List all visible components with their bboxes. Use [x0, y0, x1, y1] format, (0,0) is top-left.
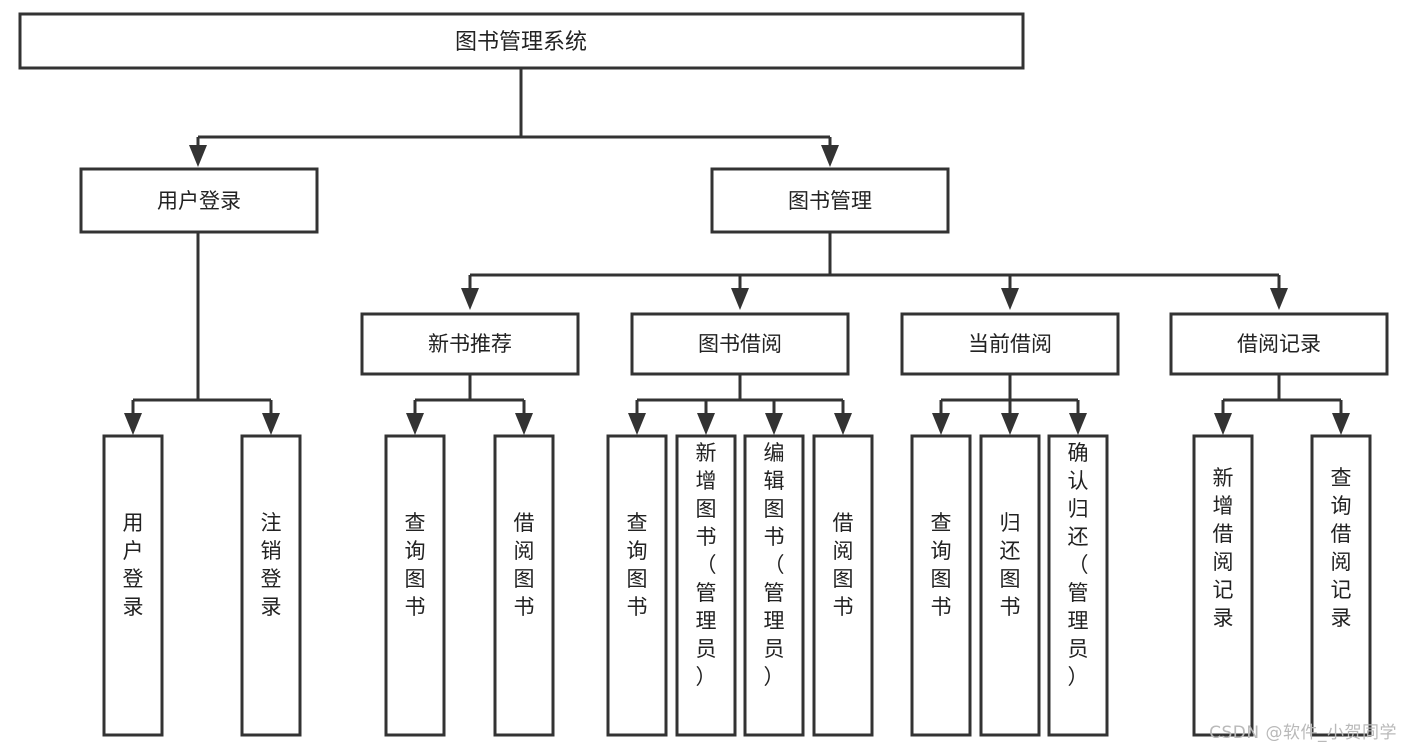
leaf-label: 编辑图书（管理员） — [764, 441, 785, 689]
edges-new-book-to-leaves — [406, 374, 533, 435]
node-box — [360, 312, 580, 376]
node-box — [1047, 434, 1109, 737]
node-box — [812, 434, 874, 737]
leaf-book-borrow-add-book[interactable]: 新增图书（管理员） — [675, 434, 737, 737]
leaf-label: 借阅图书 — [833, 511, 854, 619]
edges-book-borrow-to-leaves — [628, 374, 852, 435]
node-box — [900, 312, 1120, 376]
node-box — [675, 434, 737, 737]
node-box — [1192, 434, 1254, 737]
leaf-user-login-logout[interactable]: 注销登录 — [240, 434, 302, 737]
leaf-label: 查询借阅记录 — [1331, 466, 1352, 630]
leaf-user-login-login[interactable]: 用户登录 — [102, 434, 164, 737]
leaf-label: 用户登录 — [123, 511, 144, 619]
leaf-label: 借阅图书 — [514, 511, 535, 619]
leaf-label: 归还图书 — [1000, 511, 1021, 619]
edges-root-to-level2 — [189, 68, 839, 167]
node-box — [102, 434, 164, 737]
node-box — [630, 312, 850, 376]
node-book-management-label: 图书管理 — [788, 189, 872, 213]
node-box — [743, 434, 805, 737]
node-root-system[interactable]: 图书管理系统 — [18, 12, 1025, 70]
leaf-label: 新增图书（管理员） — [696, 441, 717, 689]
node-box — [1310, 434, 1372, 737]
edges-current-borrow-to-leaves — [932, 374, 1087, 435]
node-current-borrow[interactable]: 当前借阅 — [900, 312, 1120, 376]
leaf-new-book-query-book[interactable]: 查询图书 — [384, 434, 446, 737]
node-box — [979, 434, 1041, 737]
leaf-borrow-record-add-record[interactable]: 新增借阅记录 — [1192, 434, 1254, 737]
leaf-label: 新增借阅记录 — [1213, 466, 1234, 630]
edges-book-mgmt-to-level3 — [461, 232, 1288, 310]
node-box — [910, 434, 972, 737]
arrow-head-icon — [821, 145, 839, 167]
leaf-book-borrow-query-book[interactable]: 查询图书 — [606, 434, 668, 737]
node-box — [384, 434, 446, 737]
node-new-book-recommend[interactable]: 新书推荐 — [360, 312, 580, 376]
edges-user-login-to-leaves — [124, 232, 280, 435]
edges-borrow-record-to-leaves — [1214, 374, 1350, 435]
leaf-label: 注销登录 — [261, 511, 282, 619]
node-user-login-label: 用户登录 — [157, 189, 241, 213]
csdn-watermark: CSDN @软件_小贺同学 — [1209, 723, 1397, 743]
leaf-label: 查询图书 — [931, 511, 952, 619]
node-box — [606, 434, 668, 737]
node-box — [1169, 312, 1389, 376]
leaf-current-borrow-query-book[interactable]: 查询图书 — [910, 434, 972, 737]
node-box — [18, 12, 1025, 70]
node-box — [710, 167, 950, 234]
node-borrow-record[interactable]: 借阅记录 — [1169, 312, 1389, 376]
leaf-label: 查询图书 — [405, 511, 426, 619]
node-user-login[interactable]: 用户登录 — [79, 167, 319, 234]
leaf-current-borrow-return-book[interactable]: 归还图书 — [979, 434, 1041, 737]
leaf-borrow-record-query-record[interactable]: 查询借阅记录 — [1310, 434, 1372, 737]
leaf-book-borrow-edit-book[interactable]: 编辑图书（管理员） — [743, 434, 805, 737]
node-root-label: 图书管理系统 — [455, 30, 587, 55]
node-new-book-recommend-label: 新书推荐 — [428, 332, 512, 356]
node-book-borrow-label: 图书借阅 — [698, 332, 782, 356]
leaf-book-borrow-borrow-book[interactable]: 借阅图书 — [812, 434, 874, 737]
node-book-management[interactable]: 图书管理 — [710, 167, 950, 234]
node-box — [493, 434, 555, 737]
node-borrow-record-label: 借阅记录 — [1237, 332, 1321, 356]
node-current-borrow-label: 当前借阅 — [968, 332, 1052, 356]
leaf-label: 查询图书 — [627, 511, 648, 619]
node-box — [79, 167, 319, 234]
node-book-borrow[interactable]: 图书借阅 — [630, 312, 850, 376]
leaf-label: 确认归还（管理员） — [1068, 441, 1089, 689]
arrow-head-icon — [189, 145, 207, 167]
node-box — [240, 434, 302, 737]
leaf-current-borrow-confirm-return[interactable]: 确认归还（管理员） — [1047, 434, 1109, 737]
leaf-new-book-borrow-book[interactable]: 借阅图书 — [493, 434, 555, 737]
